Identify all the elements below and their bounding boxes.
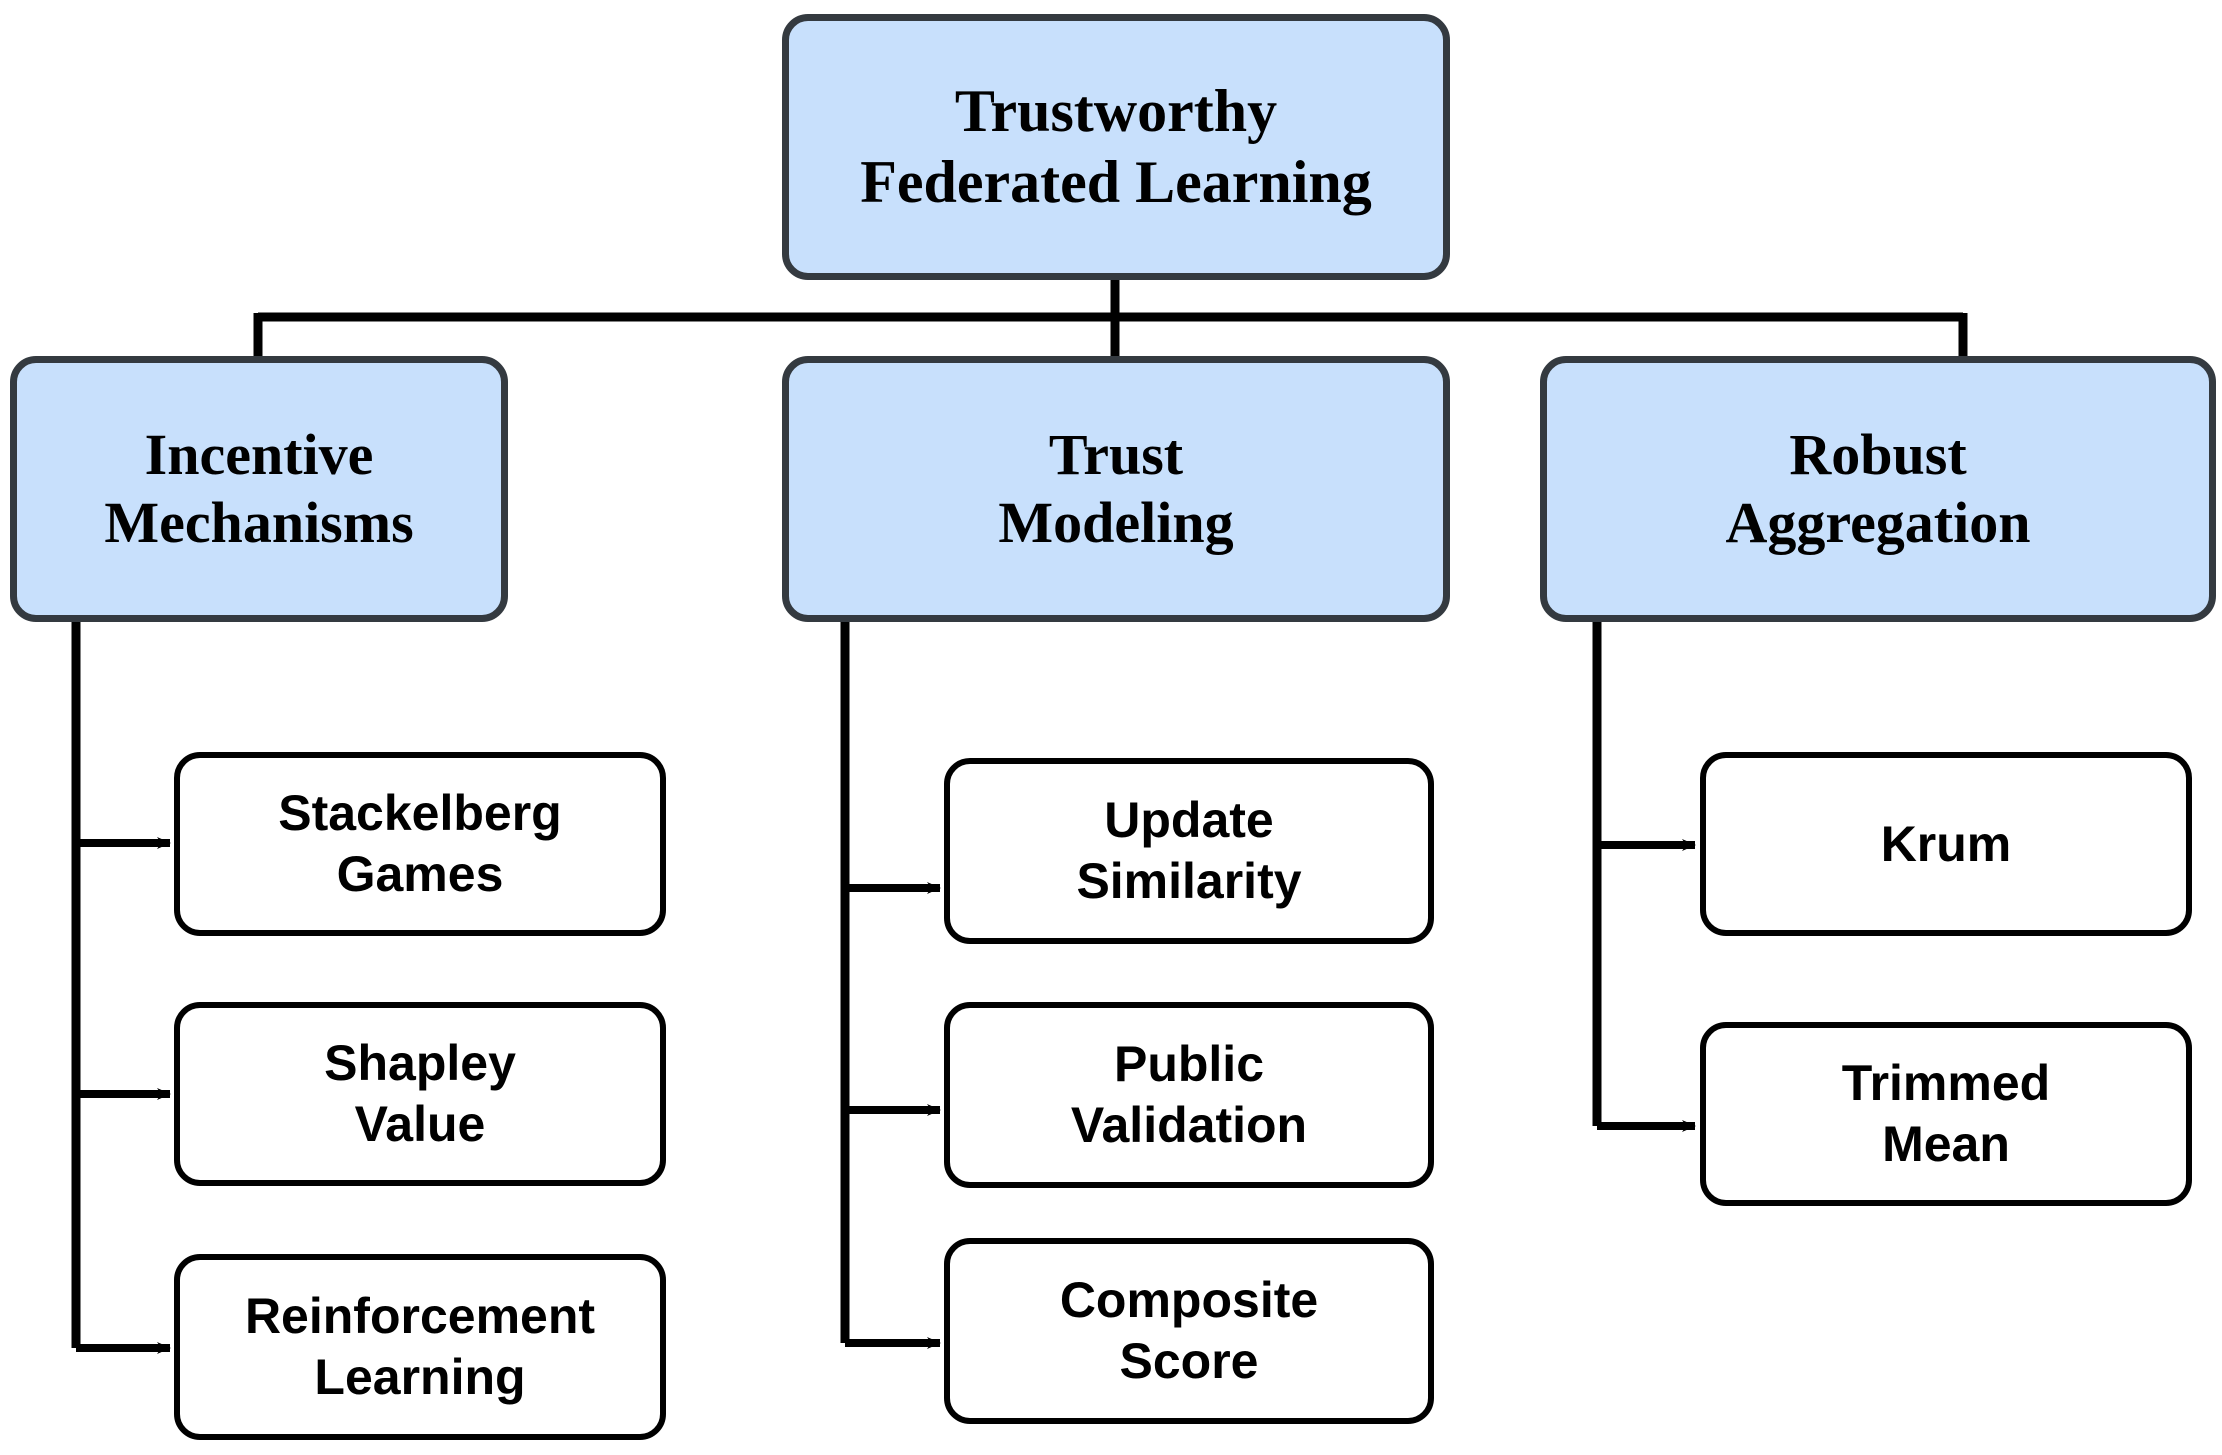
node-label-line-2: Mean [1882,1116,2010,1172]
node-label-line-2: Similarity [1076,853,1302,909]
node-title-line-1: Trust [1048,421,1184,487]
node-label-line-1: Stackelberg [278,785,562,841]
node-update-similarity[interactable]: Update Similarity [944,758,1434,944]
node-label-line-2: Learning [314,1349,526,1405]
node-label-line-1: Update [1104,792,1274,848]
node-label-line-1: Krum [1880,815,2012,872]
node-label-line-2: Value [354,1096,486,1152]
node-label-line-1: Reinforcement [244,1288,596,1344]
node-label-line-1: Shapley [324,1035,516,1091]
node-title-line-2: Federated Learning [860,149,1372,215]
node-trust-modeling[interactable]: Trust Modeling [782,356,1450,622]
node-robust-aggregation[interactable]: Robust Aggregation [1540,356,2216,622]
node-label-line-2: Games [336,846,504,902]
node-label-line-1: Trimmed [1841,1055,2051,1111]
node-label-line-2: Validation [1070,1097,1308,1153]
node-trustworthy-federated-learning[interactable]: Trustworthy Federated Learning [782,14,1450,280]
node-public-validation[interactable]: Public Validation [944,1002,1434,1188]
node-label-line-2: Score [1119,1333,1259,1389]
node-label-line-1: Composite [1059,1272,1319,1328]
node-title-line-2: Aggregation [1725,490,2031,555]
node-composite-score[interactable]: Composite Score [944,1238,1434,1424]
node-incentive-mechanisms[interactable]: Incentive Mechanisms [10,356,508,622]
node-title-line-1: Incentive [144,421,374,487]
node-stackelberg-games[interactable]: Stackelberg Games [174,752,666,936]
node-krum[interactable]: Krum [1700,752,2192,936]
node-title-line-2: Mechanisms [104,490,414,555]
node-reinforcement-learning[interactable]: Reinforcement Learning [174,1254,666,1440]
node-shapley-value[interactable]: Shapley Value [174,1002,666,1186]
node-title-line-2: Modeling [998,490,1234,555]
node-label-line-1: Public [1113,1036,1265,1092]
node-trimmed-mean[interactable]: Trimmed Mean [1700,1022,2192,1206]
node-title-line-1: Robust [1789,421,1967,487]
node-title-line-1: Trustworthy [954,78,1278,145]
